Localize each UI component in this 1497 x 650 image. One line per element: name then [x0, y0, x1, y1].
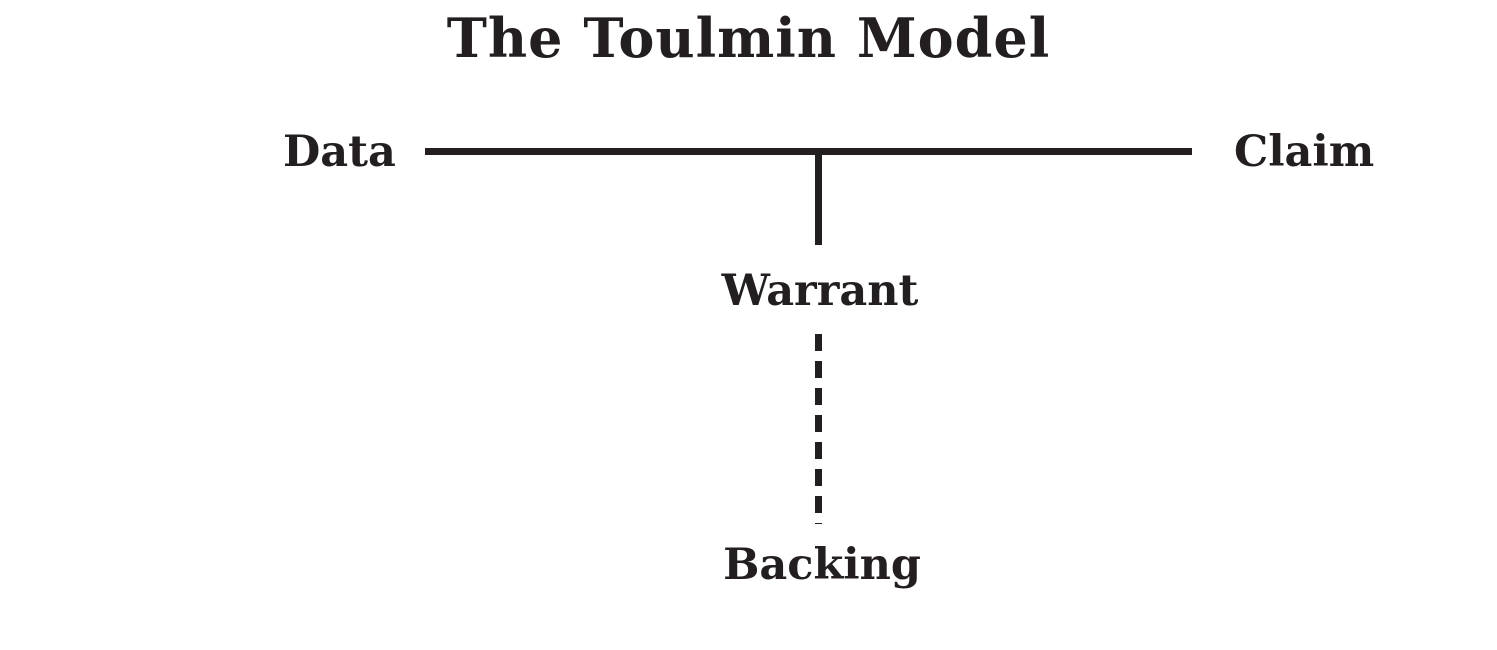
warrant-connector-line: [815, 150, 822, 245]
warrant-backing-dashed-line: [815, 334, 822, 524]
claim-node-label: Claim: [1234, 127, 1375, 177]
data-node-label: Data: [283, 127, 396, 177]
data-claim-connector-line: [425, 148, 1192, 155]
warrant-node-label: Warrant: [721, 266, 919, 316]
backing-node-label: Backing: [723, 540, 921, 590]
diagram-title: The Toulmin Model: [446, 6, 1051, 70]
